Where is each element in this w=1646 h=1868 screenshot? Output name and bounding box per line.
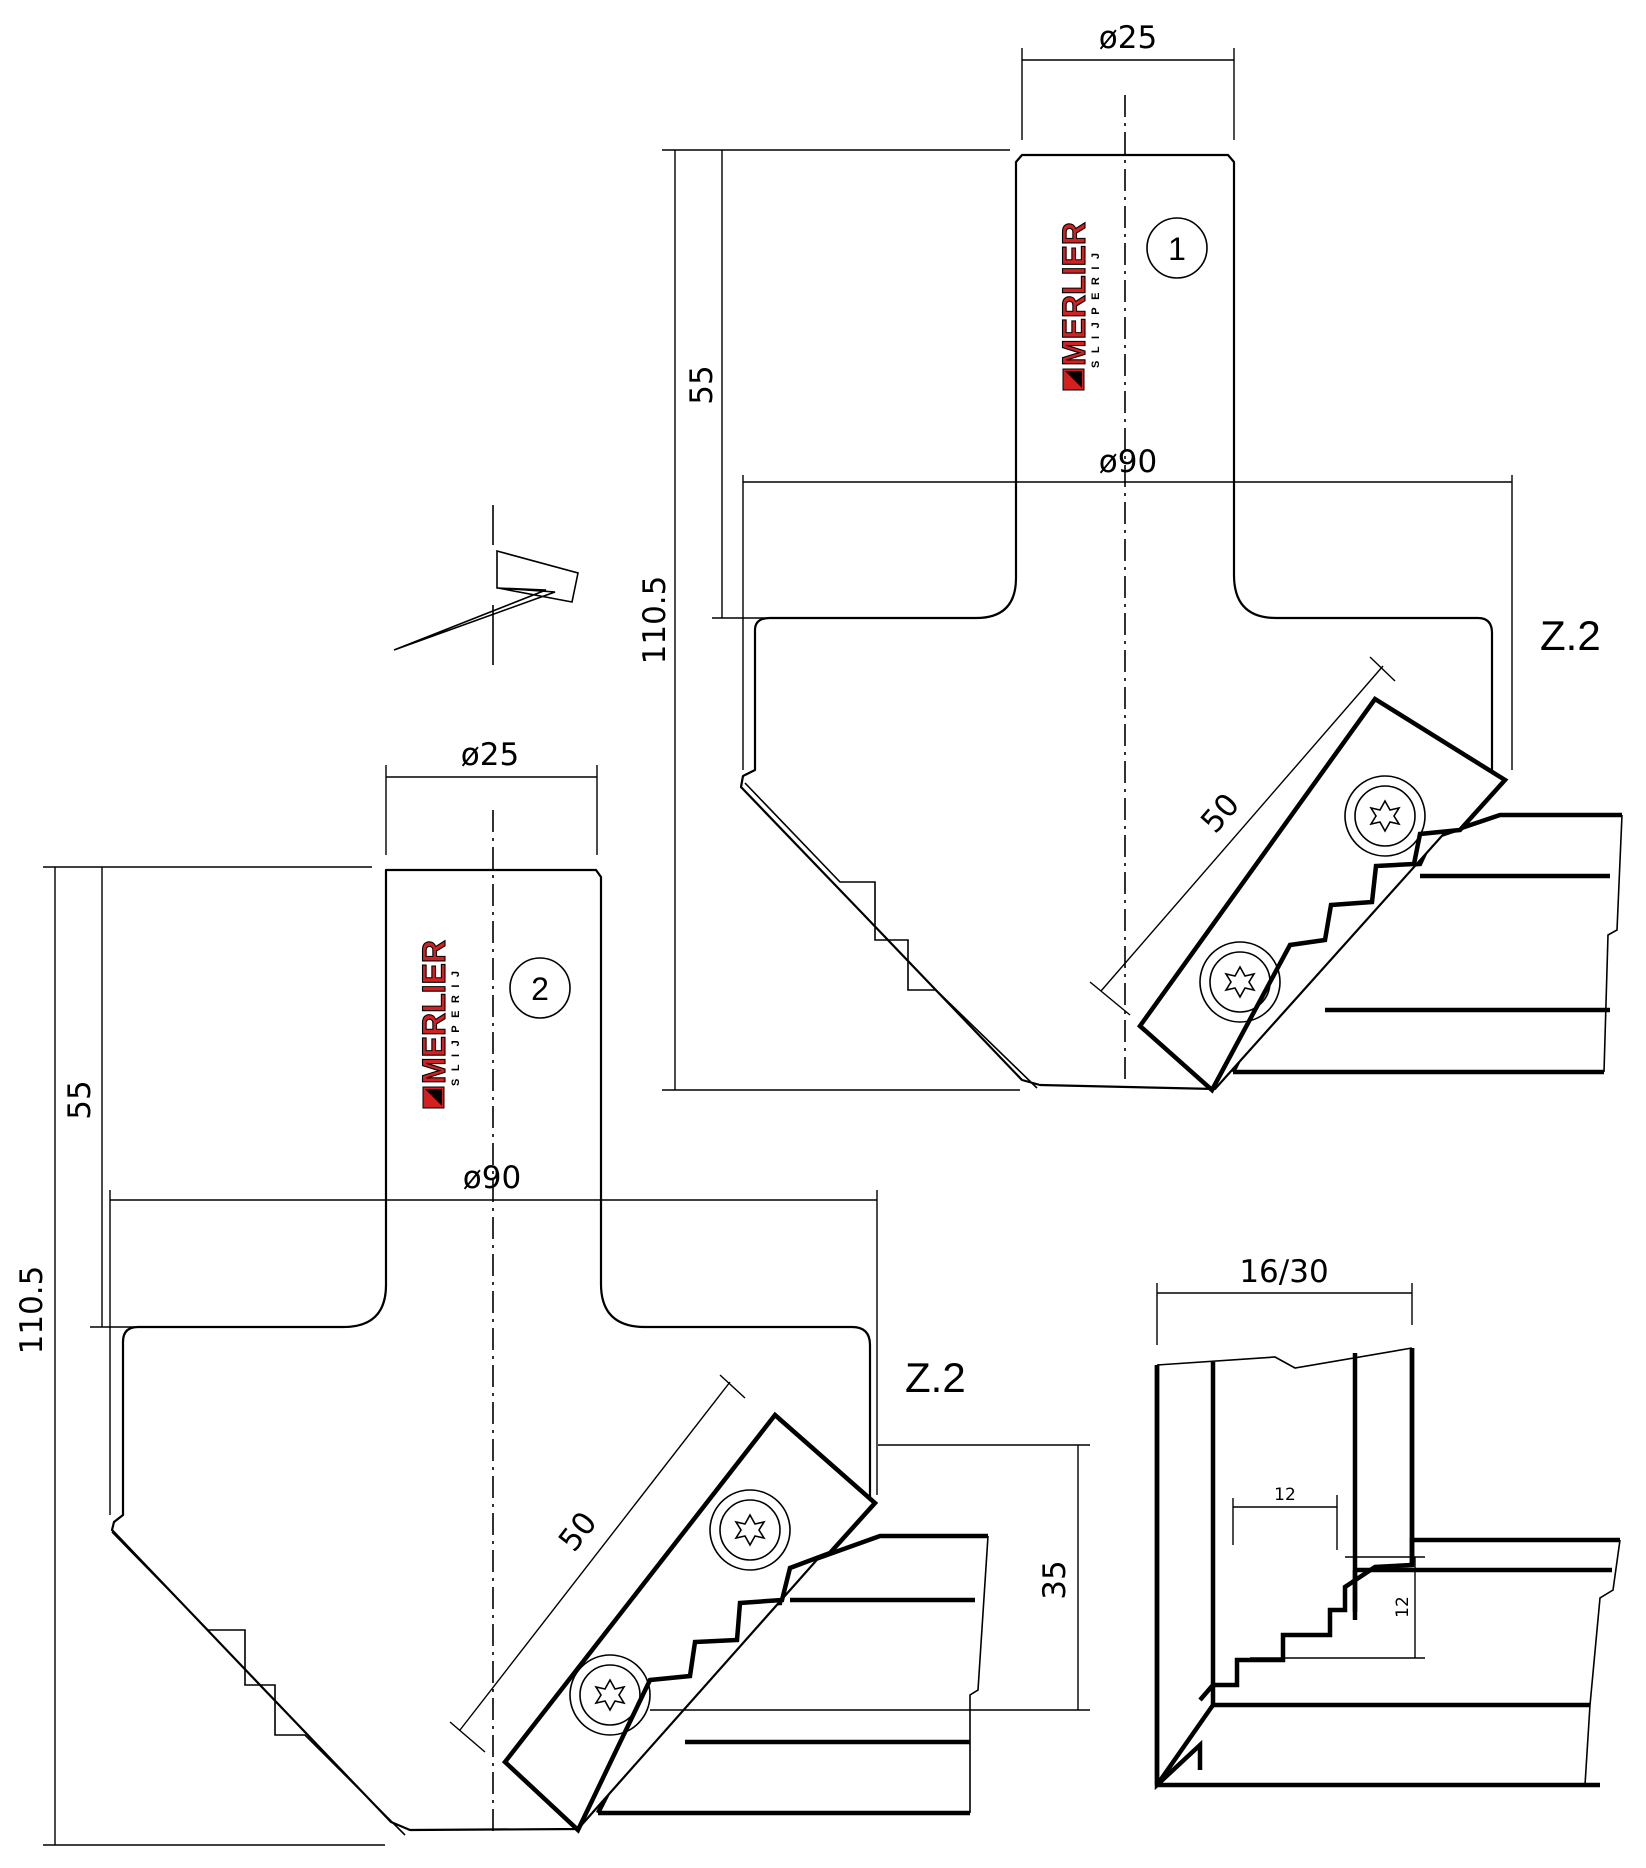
profile-step-width: 12 — [1274, 1485, 1296, 1505]
tool-1-position-badge: 1 — [1146, 217, 1208, 279]
tool-2-knife — [501, 1411, 879, 1834]
tool-1-teeth-count: Z.2 — [1540, 612, 1601, 659]
svg-text:1: 1 — [1168, 231, 1186, 267]
svg-text:MERLIER: MERLIER — [416, 940, 452, 1084]
tool-1-body — [739, 153, 1494, 1091]
tool-1-body-diameter: ø90 — [1099, 444, 1157, 480]
tool-1-dimensions — [662, 48, 1513, 1091]
tool-1-shank-length: 55 — [684, 365, 720, 404]
tool-2: ø25 ø90 55 110.5 50 35 Z.2 2 MERLIER SLI… — [14, 737, 1090, 1846]
tool-2-logo: MERLIER SLIJPERIJ — [415, 939, 462, 1109]
svg-text:2: 2 — [531, 971, 549, 1007]
svg-text:SLIJPERIJ: SLIJPERIJ — [1090, 245, 1102, 368]
profile-step-height: 12 — [1393, 1596, 1413, 1618]
torx-screw-icon — [569, 1654, 651, 1736]
torx-screw-icon — [1344, 775, 1426, 857]
tool-1-shank-diameter: ø25 — [1099, 20, 1157, 56]
svg-text:SLIJPERIJ: SLIJPERIJ — [450, 963, 462, 1086]
tool-1-knife — [1136, 695, 1509, 1094]
tool-2-dimensions — [43, 765, 1090, 1846]
tool-1-logo: MERLIER SLIJPERIJ — [1055, 221, 1102, 391]
tool-1-total-length: 110.5 — [637, 576, 673, 665]
tool-2-shank-length: 55 — [62, 1080, 98, 1119]
rotation-direction-icon — [393, 505, 579, 665]
tool-2-teeth-count: Z.2 — [905, 1354, 966, 1401]
svg-text:MERLIER: MERLIER — [1056, 222, 1092, 366]
tool-2-body — [110, 868, 872, 1832]
torx-screw-icon — [709, 1489, 791, 1571]
torx-screw-icon — [1199, 941, 1281, 1023]
tool-2-shank-diameter: ø25 — [461, 737, 519, 773]
tool-2-profile-height: 35 — [1037, 1560, 1073, 1599]
profile-detail: 16/30 12 12 — [1154, 1254, 1621, 1791]
tool-2-body-diameter: ø90 — [463, 1160, 521, 1196]
tool-2-total-length: 110.5 — [14, 1266, 50, 1355]
tool-2-position-badge: 2 — [509, 957, 571, 1019]
tool-1: ø25 ø90 55 110.5 50 Z.2 1 MERLIER SLIJPE… — [637, 20, 1623, 1094]
profile-width-range: 16/30 — [1239, 1254, 1328, 1290]
